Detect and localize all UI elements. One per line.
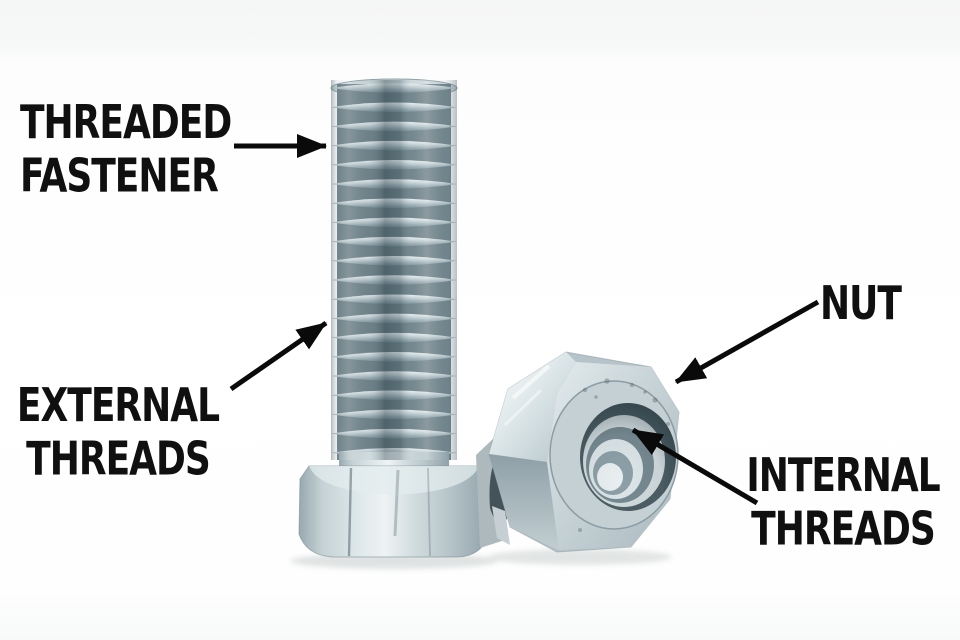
label-line: INTERNAL [746,450,940,503]
label-line: FASTENER [20,150,219,204]
head-facet-edge-left [347,467,353,557]
label-internal-threads: INTERNAL THREADS [741,450,945,558]
internal-threads-arrow [631,427,759,506]
shaft-shading [331,80,457,460]
nut-facet-lower-left [489,454,559,550]
label-nut: NUT [820,278,902,332]
label-line: THREADED [20,97,232,150]
chamfer-speckles [578,378,670,532]
label-line: THREADS [26,433,211,487]
callout-arrows [229,134,820,506]
label-line: NUT [820,278,902,331]
label-threaded-fastener: THREADED FASTENER [20,97,232,205]
nut-illustration [488,351,680,553]
label-line: EXTERNAL [16,380,220,433]
head-stain [393,469,400,537]
internal-thread-rings [580,403,676,511]
facet-highlight-streak-2 [503,388,543,427]
facet-highlight-streak-1 [511,364,551,400]
bolt-illustration [298,78,490,558]
nut-facet-upper-left [489,352,576,462]
nut-arrow [674,299,820,385]
label-external-threads: EXTERNAL THREADS [10,380,226,488]
head-facet-edge-right [427,467,431,557]
label-line: THREADS [751,503,936,557]
external-threads-arrow [229,320,328,392]
